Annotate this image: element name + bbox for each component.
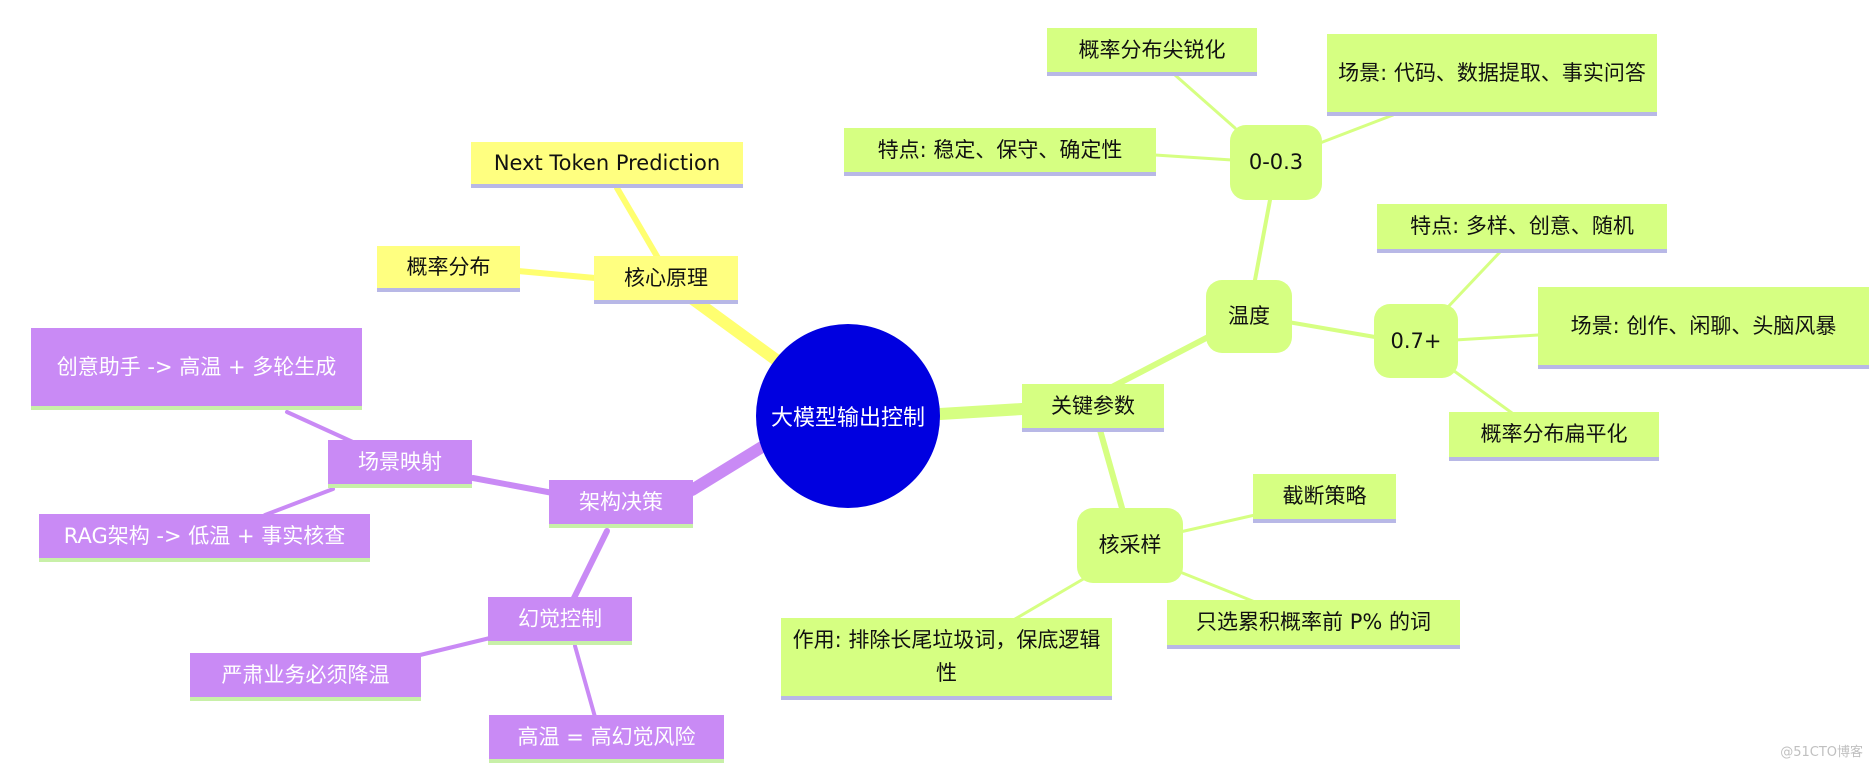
edge-sampling-topp xyxy=(1173,568,1257,604)
edge-low-trait xyxy=(1153,153,1234,162)
node-key-params: 关键参数 xyxy=(1022,384,1164,432)
edge-core-probdist xyxy=(515,268,598,281)
node-creative-assistant: 创意助手 -> 高温 + 多轮生成 xyxy=(31,328,362,410)
node-truncate: 截断策略 xyxy=(1253,474,1396,523)
edge-arch-scenemap xyxy=(470,475,556,496)
node-low-scene: 场景: 代码、数据提取、事实问答 xyxy=(1327,34,1657,116)
node-arch-decision: 架构决策 xyxy=(549,480,693,528)
root-node: 大模型输出控制 xyxy=(756,324,940,508)
node-core-principle: 核心原理 xyxy=(594,256,738,304)
node-high-trait: 特点: 多样、创意、随机 xyxy=(1377,204,1667,253)
node-high-scene: 场景: 创作、闲聊、头脑风暴 xyxy=(1538,287,1869,369)
edge-halluc-risk xyxy=(573,644,597,719)
node-top-p: 只选累积概率前 P% 的词 xyxy=(1167,600,1460,649)
edge-root-core xyxy=(684,291,796,376)
node-rag: RAG架构 -> 低温 + 事实核查 xyxy=(39,514,370,562)
node-high-temp-risk: 高温 = 高幻觉风险 xyxy=(489,715,724,763)
edge-root-arch xyxy=(686,441,768,496)
node-temp-low: 0-0.3 xyxy=(1230,125,1322,200)
edge-high-trait xyxy=(1446,250,1502,309)
node-nucleus-sampling: 核采样 xyxy=(1077,508,1183,583)
edge-high-flatten xyxy=(1448,366,1514,415)
edge-temperature-low xyxy=(1253,198,1272,282)
edge-root-params xyxy=(934,403,1028,420)
node-serious-business: 严肃业务必须降温 xyxy=(190,653,421,701)
edge-params-temperature xyxy=(1107,332,1215,391)
edge-high-scene xyxy=(1453,333,1540,342)
node-scene-map: 场景映射 xyxy=(328,440,472,488)
edge-low-sharpen xyxy=(1173,73,1237,130)
node-low-trait: 特点: 稳定、保守、确定性 xyxy=(844,128,1156,176)
node-low-sharpen: 概率分布尖锐化 xyxy=(1047,28,1257,76)
edge-halluc-serious xyxy=(418,636,492,657)
node-effect: 作用: 排除长尾垃圾词，保底逻辑性 xyxy=(781,618,1112,700)
node-hallucination-control: 幻觉控制 xyxy=(488,597,632,645)
edge-scenemap-rag xyxy=(263,487,335,517)
edge-low-scene xyxy=(1318,113,1395,145)
edge-temperature-high xyxy=(1286,320,1377,339)
node-high-flatten: 概率分布扁平化 xyxy=(1449,412,1659,461)
node-temp-high: 0.7+ xyxy=(1374,304,1458,378)
node-next-token: Next Token Prediction xyxy=(471,142,743,188)
edge-scenemap-creative xyxy=(285,410,357,445)
watermark: @51CTO博客 xyxy=(1780,745,1863,760)
node-temperature: 温度 xyxy=(1206,280,1292,353)
edge-params-sampling xyxy=(1097,427,1125,511)
node-prob-dist: 概率分布 xyxy=(377,246,520,292)
edge-arch-halluc xyxy=(570,528,610,603)
edge-sampling-truncate xyxy=(1178,513,1257,534)
edge-sampling-effect xyxy=(1008,576,1087,624)
edge-core-nexttoken xyxy=(614,185,661,261)
